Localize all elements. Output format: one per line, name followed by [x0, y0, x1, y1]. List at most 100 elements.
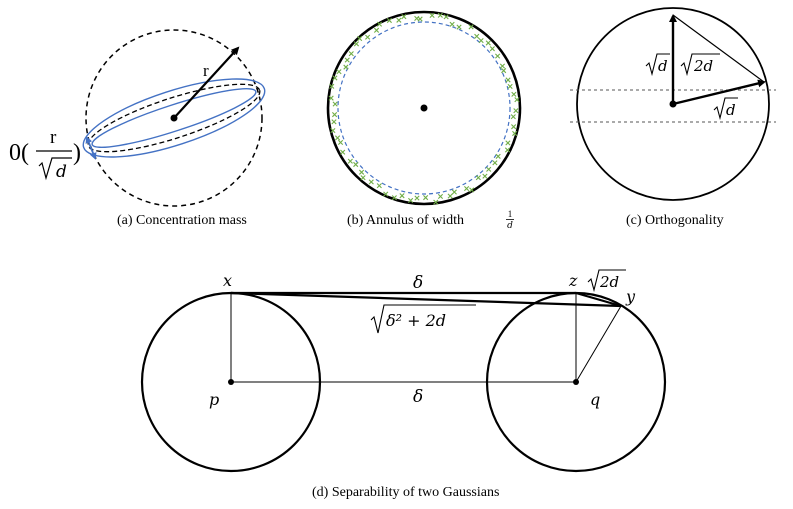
- panel-a: r 0( r d ) (a) Concentration mass: [9, 29, 266, 228]
- annulus-point: [505, 140, 511, 146]
- annulus-point: [501, 68, 507, 74]
- label-sqrt-d-bottom: d: [713, 97, 738, 121]
- annulus-point: [468, 24, 474, 30]
- annulus-point: [485, 40, 491, 46]
- annulus-point: [332, 101, 338, 107]
- annulus-point: [336, 69, 342, 75]
- point-q: [573, 379, 579, 385]
- annulus-point: [365, 34, 371, 40]
- annulus-points: [328, 12, 520, 205]
- radius-label: r: [203, 61, 209, 80]
- center-point: [420, 104, 428, 112]
- annulus-point: [504, 147, 511, 153]
- label-y: y: [625, 287, 636, 306]
- caption-d: (d) Separability of two Gaussians: [312, 485, 499, 500]
- annulus-point: [376, 21, 383, 27]
- annulus-point: [330, 127, 336, 134]
- annulus-point: [337, 139, 344, 146]
- annulus-point: [495, 53, 501, 59]
- svg-text:r: r: [50, 127, 57, 148]
- annulus-point: [376, 183, 382, 189]
- annulus-point: [456, 24, 462, 30]
- svg-text:δ² + 2d: δ² + 2d: [386, 311, 446, 330]
- width-arrow: [85, 136, 97, 160]
- annulus-point: [396, 17, 402, 23]
- band-outer-ellipse: [82, 78, 266, 158]
- annulus-point: [417, 16, 423, 22]
- svg-text:0(: 0(: [9, 140, 29, 166]
- caption-b: (b) Annulus of width: [347, 213, 464, 228]
- annulus-point: [505, 77, 511, 83]
- sphere-outline: [85, 29, 263, 207]
- annulus-point: [437, 193, 444, 200]
- annulus-point: [449, 21, 455, 27]
- annulus-point: [358, 169, 365, 175]
- x-to-y: [230, 291, 622, 308]
- annulus-point: [507, 83, 513, 90]
- annulus-point: [469, 187, 475, 193]
- svg-text:d: d: [726, 101, 736, 119]
- annulus-point: [482, 173, 488, 179]
- label-sqrt-d-left: d: [645, 53, 670, 77]
- annulus-point: [464, 185, 470, 192]
- annulus-point: [353, 161, 359, 168]
- annulus-point: [414, 195, 420, 201]
- annulus-point: [429, 12, 435, 19]
- annulus-point: [331, 112, 338, 118]
- annulus-point: [391, 195, 397, 201]
- annulus-point: [360, 175, 366, 181]
- annulus-point: [343, 64, 349, 70]
- annulus-point: [451, 189, 457, 195]
- annulus-point: [511, 124, 517, 130]
- annulus-point: [373, 27, 380, 33]
- annulus-point: [383, 191, 389, 197]
- annulus-point: [447, 193, 453, 199]
- annulus-point: [495, 153, 501, 159]
- annulus-point: [433, 199, 439, 205]
- svg-text:2d: 2d: [693, 57, 713, 75]
- label-x: x: [223, 271, 232, 290]
- outer-circle: [326, 10, 522, 206]
- equator-ellipse: [87, 83, 261, 153]
- caption-c: (c) Orthogonality: [626, 213, 724, 228]
- annulus-point: [489, 46, 495, 52]
- svg-text:d: d: [56, 162, 67, 182]
- annulus-point: [478, 37, 484, 44]
- point-p: [228, 379, 234, 385]
- annulus-point: [512, 130, 518, 137]
- annulus-point: [492, 160, 498, 166]
- annulus-point: [332, 75, 338, 81]
- radius-arrow: [173, 46, 240, 119]
- annulus-point: [443, 14, 449, 20]
- label-sqrt-2d: 2d: [587, 269, 626, 293]
- annulus-point: [437, 12, 443, 18]
- annulus-point: [340, 149, 346, 155]
- q-to-y: [575, 305, 622, 383]
- panel-b: (b) Annulus of width 1 d: [326, 10, 522, 231]
- difference-segment: [672, 14, 765, 83]
- z-to-y: [575, 291, 622, 308]
- annulus-point: [513, 108, 519, 114]
- annulus-point: [474, 33, 480, 39]
- annulus-point: [423, 195, 429, 201]
- label-p: p: [209, 390, 219, 409]
- label-z: z: [568, 271, 578, 290]
- panel-d: x z y p q δ δ 2d δ² + 2d (d) Separabilit…: [140, 269, 667, 500]
- annulus-point: [499, 63, 506, 69]
- label-sqrt-delta2-plus-2d: δ² + 2d: [370, 304, 476, 334]
- annulus-point: [328, 95, 334, 101]
- annulus-point: [348, 51, 354, 57]
- svg-text:d: d: [658, 57, 668, 75]
- annulus-inner-circle: [337, 21, 511, 195]
- caption-a: (a) Concentration mass: [117, 213, 247, 228]
- svg-text:): ): [73, 140, 81, 166]
- label-q: q: [590, 390, 600, 409]
- annulus-point: [331, 119, 337, 125]
- annulus-point: [408, 197, 414, 204]
- annulus-point: [344, 57, 350, 63]
- order-label: 0( r d ): [9, 127, 81, 182]
- annulus-point: [368, 179, 374, 185]
- label-delta-top: δ: [413, 273, 423, 293]
- annulus-point: [334, 135, 341, 141]
